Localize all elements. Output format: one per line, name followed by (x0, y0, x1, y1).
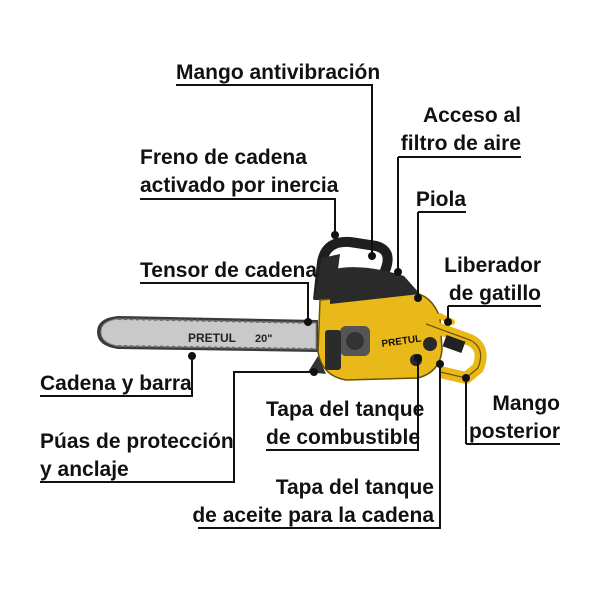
label-cadena-barra: Cadena y barra (40, 372, 192, 395)
label-tapa-aceite-line1: Tapa del tanque (276, 476, 434, 499)
label-liberador-line2: de gatillo (449, 282, 541, 305)
label-puas-line1: Púas de protección (40, 430, 234, 453)
label-tapa-combustible-line2: de combustible (266, 426, 420, 449)
callout-labels: Mango antivibración Acceso al filtro de … (40, 61, 560, 527)
label-acceso-filtro-line1: Acceso al (423, 104, 521, 127)
label-tapa-aceite-line2: de aceite para la cadena (192, 504, 434, 527)
engine-body: PRETUL (317, 267, 443, 381)
leader-lines (40, 84, 560, 529)
label-liberador-line1: Liberador (444, 254, 541, 277)
label-freno-line2: activado por inercia (140, 174, 339, 197)
label-acceso-filtro-line2: filtro de aire (401, 132, 521, 155)
label-mango-posterior-line2: posterior (469, 420, 560, 443)
guide-bar: PRETUL 20" (97, 316, 318, 352)
label-tapa-combustible-line1: Tapa del tanque (266, 398, 424, 421)
front-handle (313, 236, 393, 301)
label-mango-antivibracion: Mango antivibración (176, 61, 380, 84)
label-freno-line1: Freno de cadena (140, 146, 307, 169)
label-puas-line2: y anclaje (40, 458, 129, 481)
label-tensor: Tensor de cadena (140, 259, 317, 282)
label-mango-posterior-line1: Mango (492, 392, 560, 415)
bar-brand-text: PRETUL (188, 331, 236, 345)
bar-size-text: 20" (255, 333, 272, 345)
label-piola: Piola (416, 188, 467, 211)
